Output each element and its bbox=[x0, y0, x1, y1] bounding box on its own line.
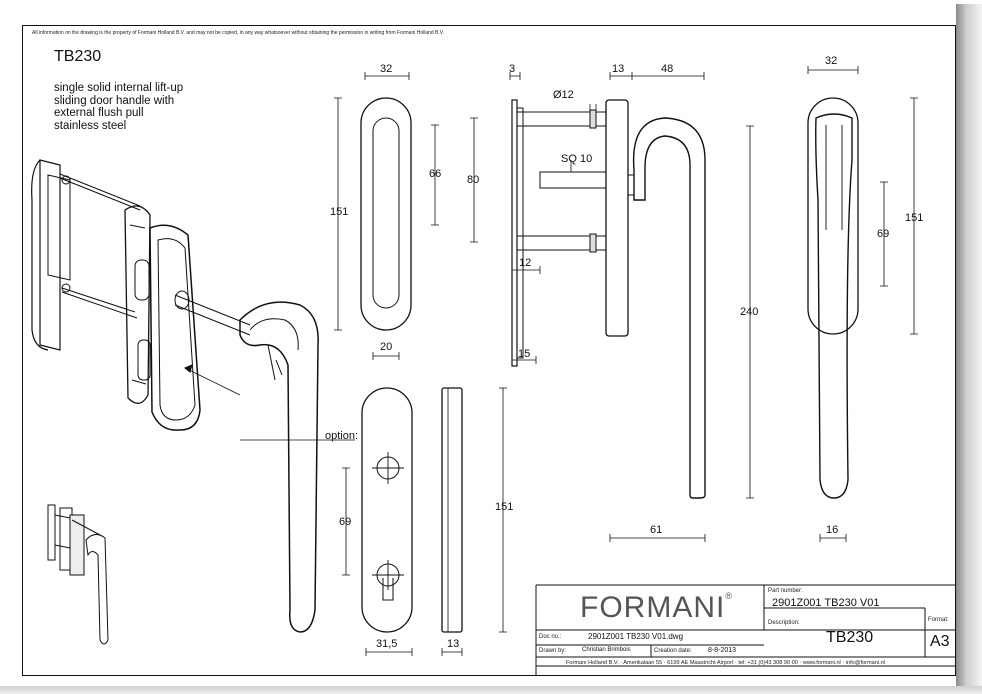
front-plate-view bbox=[334, 72, 478, 360]
description-line: sliding door handle with bbox=[54, 94, 175, 107]
isometric-exploded-view bbox=[31, 159, 355, 633]
drawn-by-value: Christian Brimbois bbox=[582, 647, 631, 653]
copyright-notice: All information on the drawing is the pr… bbox=[32, 30, 445, 36]
description-label: Description: bbox=[768, 620, 800, 626]
diameter-label: Ø12 bbox=[553, 89, 574, 101]
dimension-slot-height: 66 bbox=[429, 168, 442, 180]
creation-date-value: 8-8-2013 bbox=[708, 647, 737, 654]
dimension-handle-reach: 61 bbox=[650, 524, 663, 536]
dimension-handle-plate-height: 151 bbox=[905, 212, 924, 224]
dimension-option-width: 31,5 bbox=[376, 638, 398, 650]
part-number-value: 2901Z001 TB230 V01 bbox=[772, 597, 880, 609]
doc-no-value: 2901Z001 TB230 V01.dwg bbox=[588, 632, 684, 641]
part-number-label: Part number: bbox=[768, 588, 803, 594]
dimension-plate-thickness: 3 bbox=[509, 63, 516, 75]
description-line: external flush pull bbox=[54, 107, 144, 119]
dimension-slot-length: 80 bbox=[467, 174, 480, 186]
option-plate-view bbox=[342, 387, 507, 656]
page-shadow-bottom bbox=[0, 686, 982, 694]
dimension-spindle-offset: 12 bbox=[519, 257, 532, 269]
dimension-slot-width: 20 bbox=[380, 341, 393, 353]
dimension-option-depth: 13 bbox=[447, 638, 460, 650]
dimension-handle-projection: 48 bbox=[661, 63, 674, 75]
drawing-frame bbox=[22, 25, 956, 676]
company-address: Formani Holland B.V. · Amerikalaan 55 · … bbox=[566, 660, 886, 666]
front-handle-view bbox=[807, 66, 918, 542]
thumbnail-isometric bbox=[47, 504, 109, 645]
creation-date-label: Creation date: bbox=[654, 648, 692, 654]
drawn-by-label: Drawn by: bbox=[539, 648, 567, 654]
dimension-handle-width: 16 bbox=[826, 524, 839, 536]
side-handle-view bbox=[509, 72, 754, 542]
product-description: single solid internal lift-up sliding do… bbox=[54, 82, 224, 132]
dimension-handle-plate-width: 32 bbox=[825, 55, 838, 67]
doc-no-label: Doc no.: bbox=[539, 634, 562, 640]
dimension-rose-depth: 13 bbox=[612, 63, 625, 75]
option-label: option: bbox=[325, 430, 359, 442]
dimension-handle-length: 240 bbox=[740, 306, 759, 318]
formani-logo: FORMANI® bbox=[580, 591, 733, 624]
square-label: SQ 10 bbox=[561, 153, 593, 165]
drawing-title: TB230 bbox=[54, 48, 102, 65]
dimension-hole-spacing: 69 bbox=[339, 516, 352, 528]
description-line: single solid internal lift-up bbox=[54, 82, 184, 94]
title-block: FORMANI® Part number: 2901Z001 TB230 V01… bbox=[536, 585, 956, 675]
title-block-grid bbox=[535, 584, 956, 676]
dimension-pull-depth: 15 bbox=[518, 348, 531, 360]
dimension-handle-grip: 69 bbox=[877, 228, 890, 240]
description-line: stainless steel bbox=[54, 119, 127, 132]
dimension-height-plate: 151 bbox=[330, 206, 349, 218]
dimension-option-height: 151 bbox=[495, 501, 514, 513]
description-value: TB230 bbox=[826, 629, 874, 646]
dimension-width-plate: 32 bbox=[380, 63, 393, 75]
format-value: A3 bbox=[930, 633, 950, 650]
format-label: Format: bbox=[928, 617, 949, 623]
page-shadow-right bbox=[956, 4, 982, 694]
